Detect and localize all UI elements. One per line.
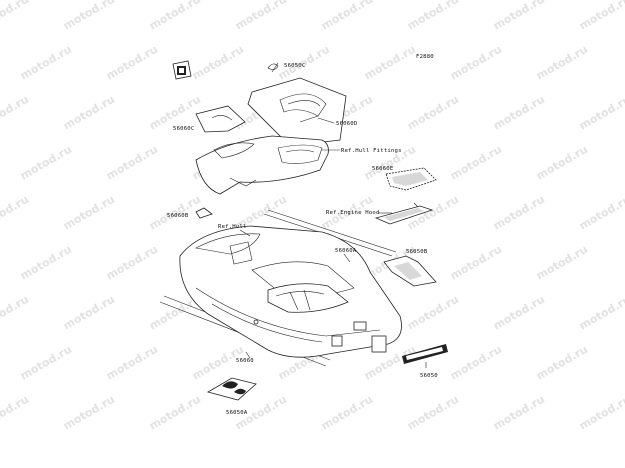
watermark-text: motod.ru	[405, 393, 461, 433]
label-56060c: 56060C	[173, 126, 194, 132]
watermark-text: motod.ru	[491, 193, 547, 233]
watermark-text: motod.ru	[0, 293, 31, 333]
watermark-text: motod.ru	[405, 0, 461, 33]
label-56060d: 56060D	[336, 121, 358, 127]
pad-56060c[interactable]	[195, 105, 246, 133]
watermark-text: motod.ru	[18, 243, 74, 283]
watermark-text: motod.ru	[491, 93, 547, 133]
watermark-text: motod.ru	[0, 0, 31, 33]
watermark-layer: motod.ru motod.ru motod.ru motod.ru motod.ru…	[0, 0, 625, 433]
decal-emblem-small[interactable]	[172, 60, 192, 80]
watermark-text: motod.ru	[448, 343, 504, 383]
watermark-text: motod.ru	[534, 343, 590, 383]
watermark-text: motod.ru	[577, 93, 625, 133]
watermark-text: motod.ru	[18, 43, 74, 83]
label-56050: 56050	[420, 373, 438, 379]
hull-body[interactable]	[179, 225, 402, 358]
watermark-text: motod.ru	[362, 43, 418, 83]
hull-fittings-cover[interactable]	[195, 135, 329, 195]
watermark-text: motod.ru	[448, 243, 504, 283]
watermark-text: motod.ru	[104, 343, 160, 383]
label-56050b: 56050B	[406, 249, 428, 255]
mat-56060e[interactable]	[385, 167, 437, 191]
watermark-text: motod.ru	[0, 93, 31, 133]
watermark-text: motod.ru	[577, 193, 625, 233]
label-56050a: 56050A	[226, 410, 248, 416]
watermark-text: motod.ru	[61, 93, 117, 133]
watermark-text: motod.ru	[405, 93, 461, 133]
watermark-text: motod.ru	[104, 43, 160, 83]
watermark-text: motod.ru	[61, 193, 117, 233]
watermark-text: motod.ru	[577, 0, 625, 33]
label-ref-engine-hood: Ref.Engine Hood	[326, 210, 380, 216]
watermark-text: motod.ru	[18, 143, 74, 183]
watermark-text: motod.ru	[104, 143, 160, 183]
watermark-text: motod.ru	[362, 343, 418, 383]
watermark-text: motod.ru	[147, 0, 203, 33]
watermark-text: motod.ru	[233, 0, 289, 33]
logo-decal-56050[interactable]	[402, 344, 448, 364]
watermark-text: motod.ru	[61, 393, 117, 433]
watermark-text: motod.ru	[61, 0, 117, 33]
watermark-text: motod.ru	[104, 243, 160, 283]
watermark-text: motod.ru	[491, 393, 547, 433]
label-56060: 56060	[236, 358, 254, 364]
stripe-decal-56050b[interactable]	[383, 255, 437, 287]
watermark-text: motod.ru	[61, 293, 117, 333]
label-ref-hull: Ref.Hull	[218, 224, 247, 230]
watermark-text: motod.ru	[190, 43, 246, 83]
engine-hood-decal[interactable]	[374, 202, 434, 225]
watermark-text: motod.ru	[534, 43, 590, 83]
watermark-text: motod.ru	[534, 143, 590, 183]
watermark-text: motod.ru	[18, 343, 74, 383]
watermark-text: motod.ru	[448, 43, 504, 83]
label-ref-hull-fittings: Ref.Hull Fittings	[341, 148, 402, 154]
tab-56060b[interactable]	[195, 207, 213, 219]
watermark-text: motod.ru	[491, 0, 547, 33]
watermark-text: motod.ru	[448, 143, 504, 183]
watermark-text: motod.ru	[0, 393, 31, 433]
figure-code: F2880	[416, 54, 434, 60]
label-56060a: 56060A	[335, 248, 357, 254]
label-56050c: 56050C	[284, 63, 305, 69]
watermark-text: motod.ru	[147, 393, 203, 433]
watermark-text: motod.ru	[405, 293, 461, 333]
watermark-text: motod.ru	[534, 243, 590, 283]
watermark-text: motod.ru	[319, 0, 375, 33]
watermark-text: motod.ru	[577, 293, 625, 333]
watermark-text: motod.ru	[0, 193, 31, 233]
decal-56050c[interactable]	[267, 62, 279, 73]
label-56060b: 56060B	[167, 213, 189, 219]
watermark-text: motod.ru	[319, 393, 375, 433]
emblem-decal-56050a[interactable]	[206, 377, 257, 401]
deck-mat-56060d[interactable]	[247, 77, 347, 147]
watermark-text: motod.ru	[491, 293, 547, 333]
label-56060e: 56060E	[372, 166, 394, 172]
watermark-text: motod.ru	[577, 393, 625, 433]
